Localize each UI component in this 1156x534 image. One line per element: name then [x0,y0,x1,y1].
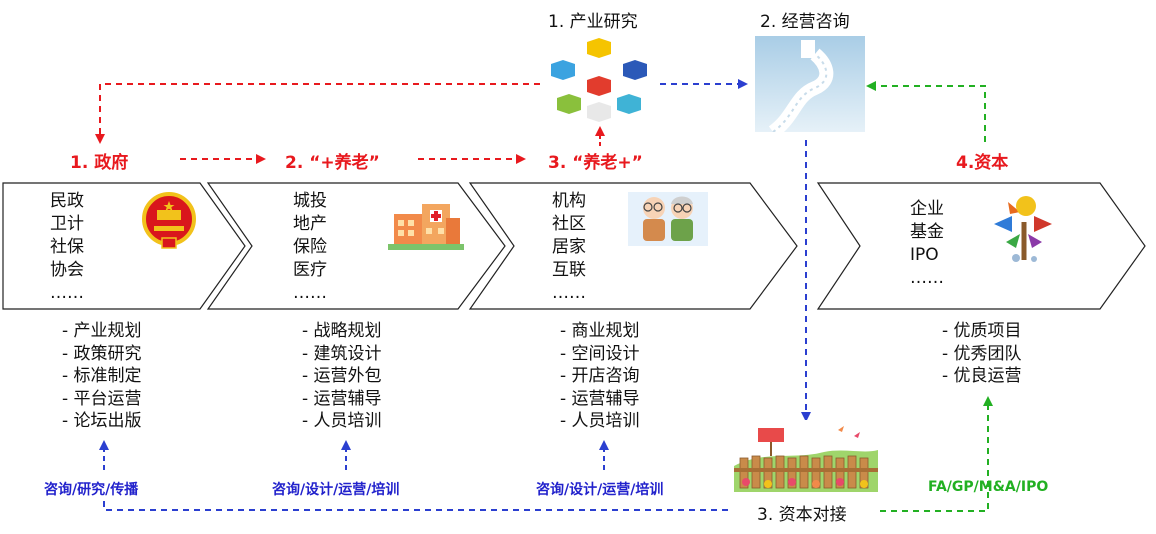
stage-1-chevron [2,182,246,310]
capital-match-to-stage4-connector [880,396,993,512]
stage-2-channel-label: 咨询/设计/运营/培训 [272,482,400,498]
stage-1-item: 民政 [50,191,84,211]
service-item: - 商业规划 [560,321,640,341]
stage-2-label: 2. “+养老” [285,153,380,173]
service-item: - 空间设计 [560,343,640,364]
service-item: - 人员培训 [560,411,640,431]
stage-4-item: 基金 [910,222,944,242]
service-item: - 标准制定 [62,366,142,386]
stage-3-channel-label: 咨询/设计/运营/培训 [536,482,664,498]
service-item: - 人员培训 [302,411,382,431]
stage-3-item: 机构 [552,191,586,211]
capital-match-node-label: 3. 资本对接 [757,505,847,525]
stage-1-item: 协会 [50,260,84,280]
service-item: - 优秀团队 [942,343,1022,364]
stage-2-item: 地产 [293,214,327,234]
national-emblem-icon [142,192,196,249]
stage-2-item: 城投 [293,191,327,211]
stage-3-label: 3. “养老+” [548,153,643,173]
research-node-label: 1. 产业研究 [548,12,638,32]
stage-4-chevron [816,182,1146,310]
industry-research-hexagon-icon [551,38,647,122]
elderly-couple-icon [628,192,708,246]
stage-2-item: 医疗 [293,260,327,280]
service-item: - 平台运营 [62,388,142,409]
service-item: - 运营外包 [302,366,382,386]
stage-4-channel-label: FA/GP/M&A/IPO [928,479,1049,495]
service-item: - 优质项目 [942,321,1022,341]
stage-4-items: 企业 基金 IPO …… [910,198,944,290]
service-item: - 运营辅导 [560,388,640,409]
stage-4-item: …… [910,268,944,288]
stage-3-item: 社区 [552,214,586,234]
stage-1-services: - 产业规划 - 政策研究 - 标准制定 - 平台运营 - 论坛出版 [62,320,142,433]
stage-1-label: 1. 政府 [70,153,129,173]
stage-1-channel-label: 咨询/研究/传播 [44,482,139,498]
stage-3-item: 互联 [552,260,586,280]
service-item: - 政策研究 [62,343,142,364]
consulting-node-label: 2. 经营咨询 [760,12,850,32]
stage-3-chevron [468,182,798,310]
stage-2-items: 城投 地产 保险 医疗 …… [293,190,327,305]
staircase-consulting-icon [755,36,865,132]
capital-to-consulting-connector [866,81,986,142]
stage-1-item: …… [50,283,84,303]
service-item: - 论坛出版 [62,411,142,431]
stage-4-services: - 优质项目 - 优秀团队 - 优良运营 [942,320,1022,388]
money-tree-icon [994,196,1052,262]
stage-1-items: 民政 卫计 社保 协会 …… [50,190,84,305]
research-to-government-connector [95,83,540,144]
stage-4-item: 企业 [910,199,944,219]
service-item: - 战略规划 [302,321,382,341]
bottom-feedback-line [103,500,728,511]
stage-2-services: - 战略规划 - 建筑设计 - 运营外包 - 运营辅导 - 人员培训 [302,320,382,433]
service-item: - 产业规划 [62,321,142,341]
garden-fence-icon [734,420,878,492]
stage-3-item: 居家 [552,237,586,257]
stage-2-item: …… [293,283,327,303]
service-item: - 建筑设计 [302,343,382,364]
stage-2-item: 保险 [293,237,327,257]
stage-4-label: 4.资本 [956,153,1009,173]
stage-4-item: IPO [910,245,939,265]
hospital-icon [388,204,464,250]
stage-1-item: 社保 [50,237,84,257]
service-item: - 开店咨询 [560,366,640,386]
stage-1-item: 卫计 [50,214,84,234]
stage-3-services: - 商业规划 - 空间设计 - 开店咨询 - 运营辅导 - 人员培训 [560,320,640,433]
stage-3-item: …… [552,283,586,303]
stage-3-items: 机构 社区 居家 互联 …… [552,190,586,305]
service-item: - 优良运营 [942,366,1022,386]
service-item: - 运营辅导 [302,388,382,409]
